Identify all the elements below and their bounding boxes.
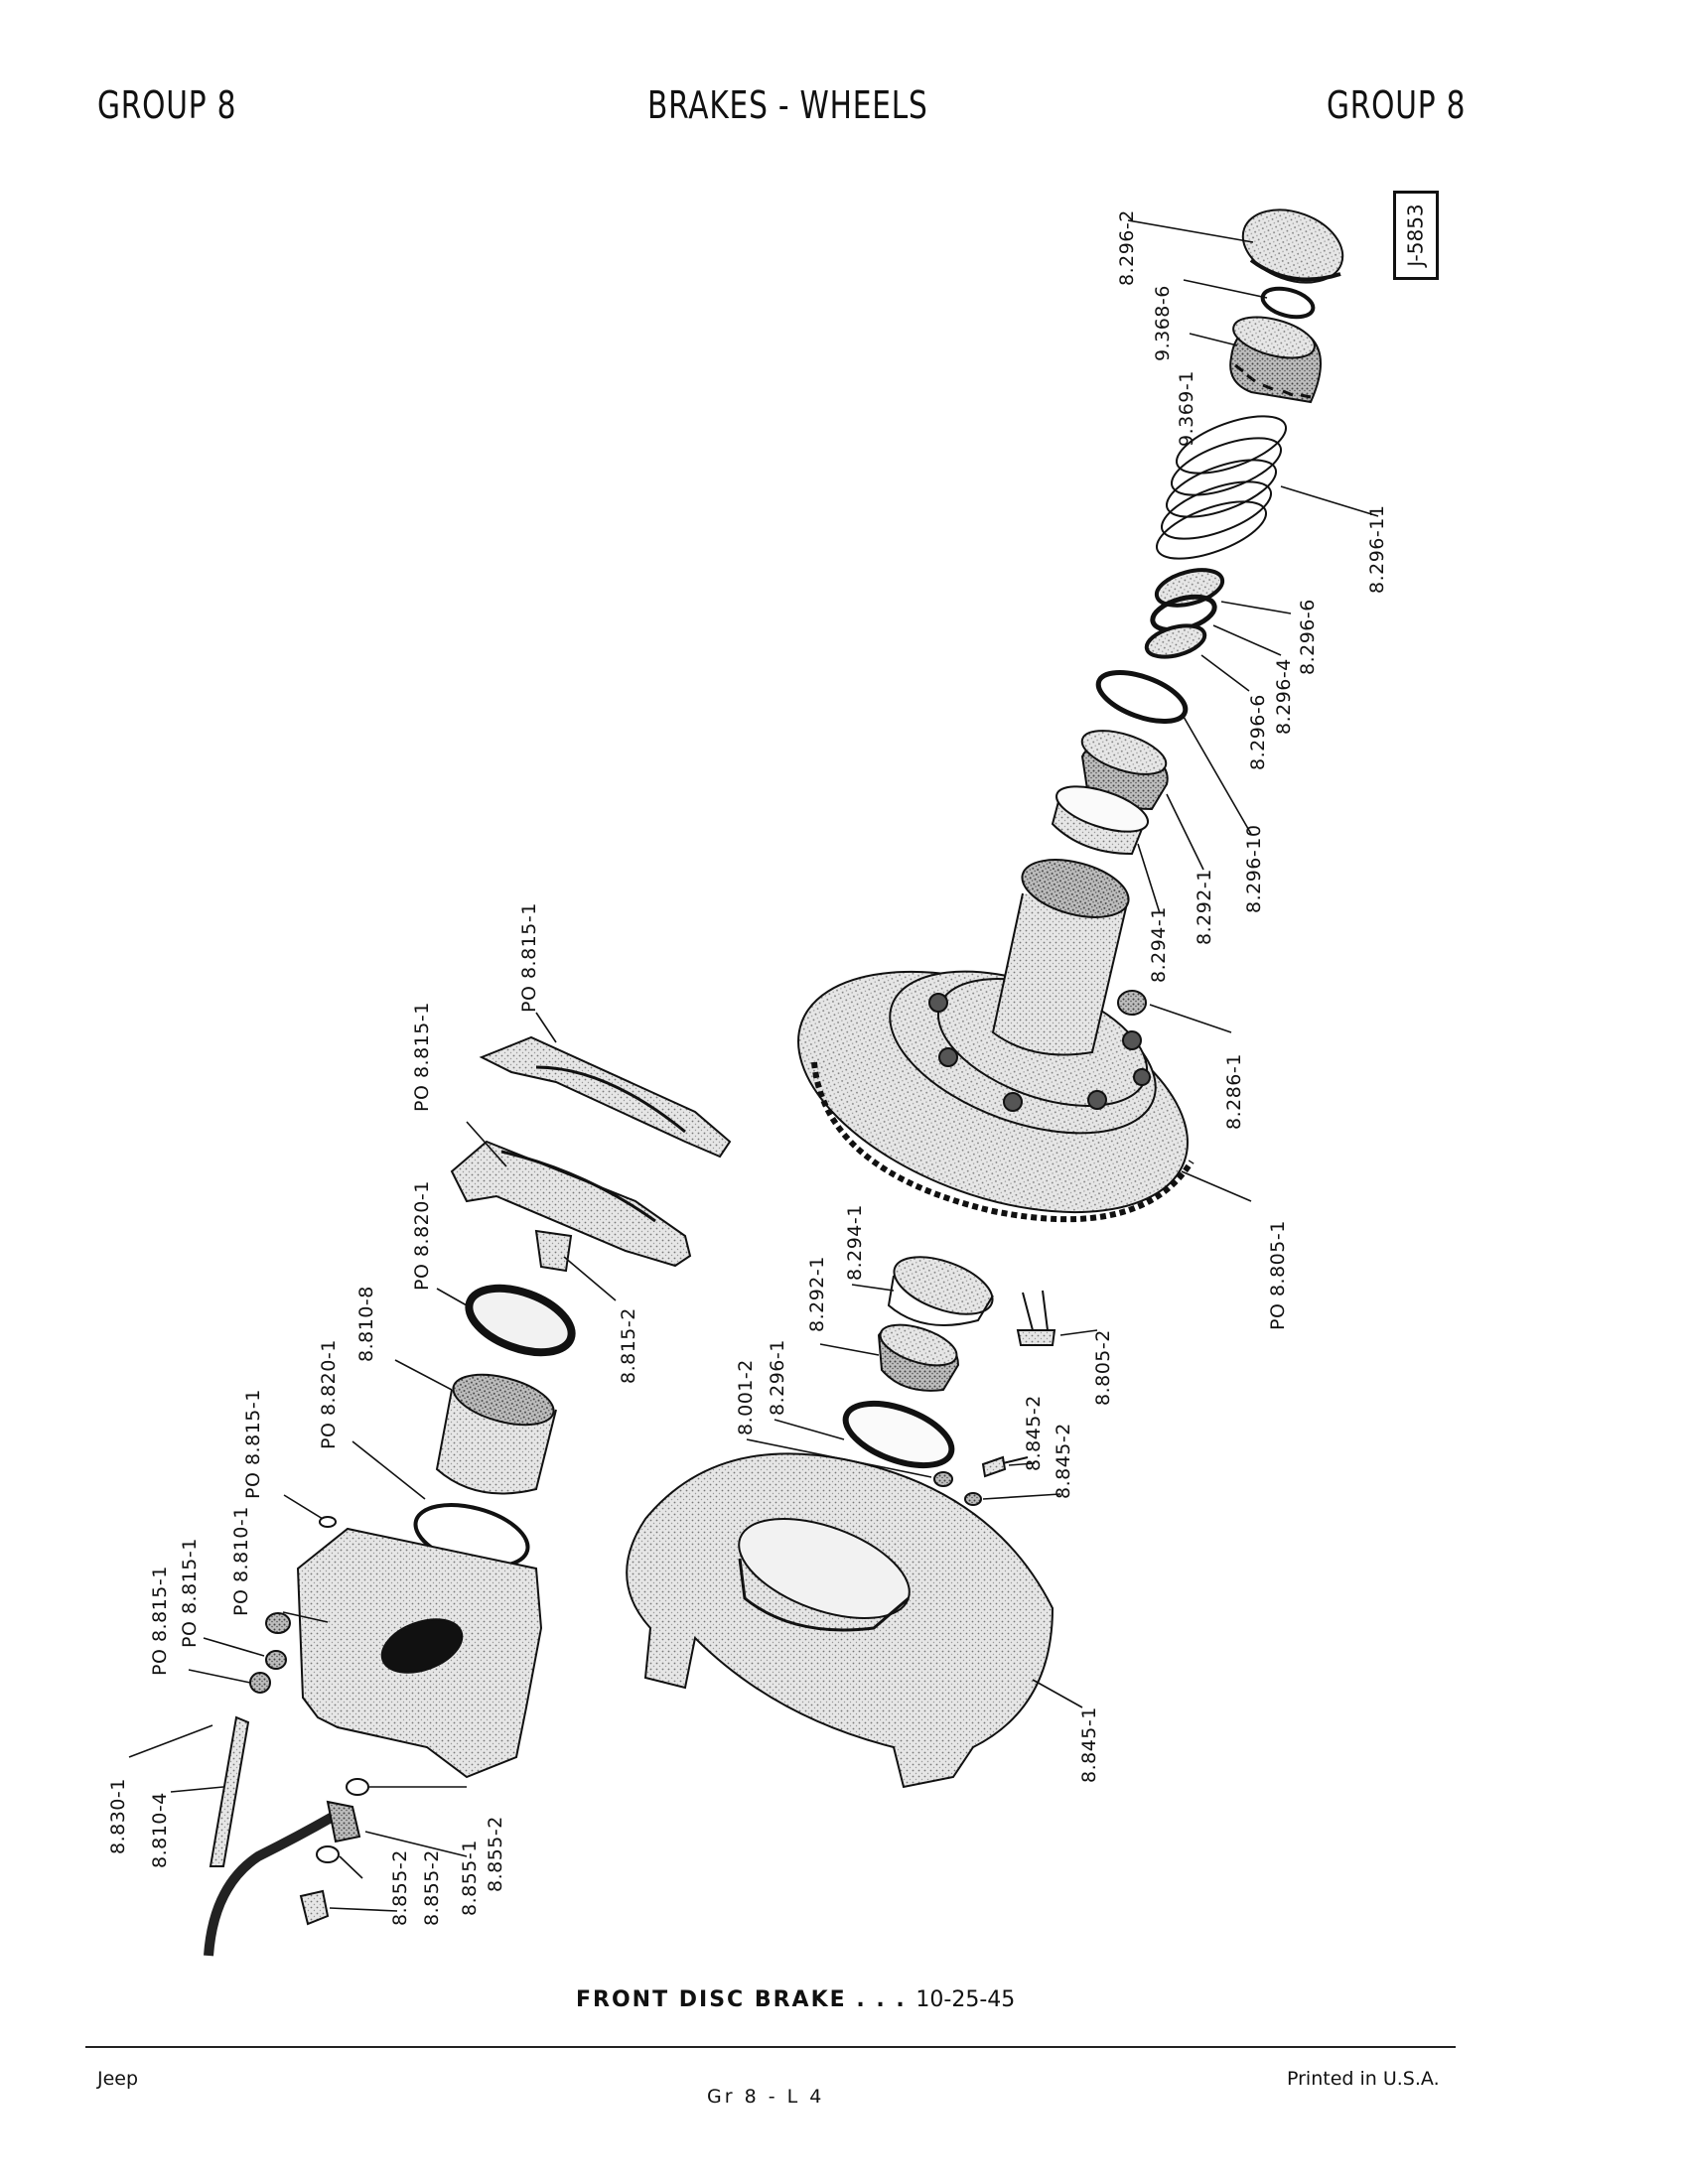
shield-washer bbox=[964, 1492, 982, 1506]
inner-bearing-cone bbox=[877, 1323, 960, 1392]
part-label-PO-8.805-1: PO 8.805-1 bbox=[1267, 1220, 1289, 1330]
leader-lines bbox=[128, 219, 1379, 1912]
part-label-8.855-2-mid: 8.855-2 bbox=[421, 1849, 443, 1926]
brake-pad-outer bbox=[479, 1035, 732, 1159]
footer-rule bbox=[85, 2046, 1456, 2048]
header-group-right: GROUP 8 bbox=[1327, 83, 1467, 127]
mounting-pin bbox=[209, 1715, 250, 1867]
part-label-PO-8.815-1-a: PO 8.815-1 bbox=[518, 902, 540, 1013]
brake-hose bbox=[204, 1800, 361, 1957]
footer-page-number: Gr 8 - L 4 bbox=[707, 2086, 825, 2108]
catalog-id-box: J-5853 bbox=[1393, 191, 1439, 280]
part-label-8.845-2-lower: 8.845-2 bbox=[1053, 1423, 1074, 1499]
part-label-8.296-6-upper: 8.296-6 bbox=[1297, 599, 1319, 675]
header-title: BRAKES - WHEELS bbox=[647, 83, 928, 127]
caption-number: 10-25-45 bbox=[915, 1987, 1016, 2012]
part-label-8.286-1: 8.286-1 bbox=[1223, 1053, 1245, 1130]
part-label-8.855-1: 8.855-1 bbox=[459, 1840, 481, 1916]
bleeder-cap bbox=[249, 1672, 271, 1694]
part-label-8.296-11: 8.296-11 bbox=[1366, 504, 1388, 594]
part-label-PO-8.815-1-e: PO 8.815-1 bbox=[149, 1566, 171, 1676]
small-nut bbox=[933, 1471, 953, 1487]
part-label-8.292-1-upper: 8.292-1 bbox=[1194, 869, 1215, 945]
part-label-8.855-2-left: 8.855-2 bbox=[389, 1849, 411, 1926]
brake-pad-inner bbox=[450, 1140, 692, 1268]
part-label-PO-8.820-1-b: PO 8.820-1 bbox=[318, 1339, 340, 1449]
footer-printed: Printed in U.S.A. bbox=[1287, 2068, 1440, 2090]
part-label-PO-8.815-1-d: PO 8.815-1 bbox=[179, 1538, 201, 1648]
part-label-PO-8.815-1-c: PO 8.815-1 bbox=[242, 1389, 264, 1499]
caption-title: FRONT DISC BRAKE . . . bbox=[576, 1987, 907, 2012]
hose-bolt bbox=[299, 1889, 330, 1926]
part-label-8.296-1: 8.296-1 bbox=[767, 1339, 788, 1416]
outer-bearing-cup bbox=[1051, 785, 1149, 856]
part-label-PO-8.820-1-a: PO 8.820-1 bbox=[411, 1180, 433, 1291]
part-label-PO-8.815-1-b: PO 8.815-1 bbox=[411, 1002, 433, 1112]
header-group-left: GROUP 8 bbox=[97, 83, 237, 127]
piston-boot bbox=[465, 1284, 576, 1357]
part-label-8.810-4: 8.810-4 bbox=[149, 1792, 171, 1868]
part-label-8.855-2-right: 8.855-2 bbox=[485, 1816, 506, 1892]
rotor-hub-assembly bbox=[797, 859, 1195, 1223]
spring bbox=[1155, 415, 1288, 560]
part-label-8.294-1-upper: 8.294-1 bbox=[1148, 906, 1170, 983]
drive-gear bbox=[1229, 316, 1322, 404]
seal-ring bbox=[1095, 669, 1189, 725]
part-label-8.805-2: 8.805-2 bbox=[1092, 1329, 1114, 1406]
wheel-stud bbox=[1016, 1290, 1056, 1346]
part-label-8.810-8: 8.810-8 bbox=[355, 1286, 377, 1362]
part-label-8.296-2: 8.296-2 bbox=[1116, 209, 1138, 286]
bleeder-o-ring bbox=[319, 1516, 337, 1528]
hub-cap bbox=[1241, 208, 1344, 284]
part-label-8.296-6-lower: 8.296-6 bbox=[1247, 694, 1269, 770]
part-label-8.292-1-lower: 8.292-1 bbox=[806, 1256, 828, 1332]
part-label-8.296-4: 8.296-4 bbox=[1273, 658, 1295, 735]
grease-seal bbox=[842, 1400, 955, 1469]
caliper-housing bbox=[265, 1527, 543, 1779]
splash-shield bbox=[626, 1452, 1055, 1789]
hose-washer-lower bbox=[316, 1845, 340, 1863]
lock-rings bbox=[1144, 568, 1225, 659]
part-label-8.845-1: 8.845-1 bbox=[1078, 1706, 1100, 1783]
footer-brand: Jeep bbox=[97, 2068, 139, 2090]
bleeder-screw bbox=[265, 1650, 287, 1670]
shield-bolt bbox=[981, 1455, 1029, 1478]
part-label-8.830-1: 8.830-1 bbox=[107, 1778, 129, 1854]
piston bbox=[435, 1373, 557, 1495]
hose-washer-upper bbox=[346, 1778, 369, 1796]
inner-bearing-cup bbox=[887, 1256, 994, 1326]
part-label-8.296-10: 8.296-10 bbox=[1243, 824, 1265, 913]
snap-ring bbox=[1260, 286, 1316, 320]
lug-nut bbox=[1117, 990, 1147, 1016]
part-label-PO-8.810-1: PO 8.810-1 bbox=[230, 1506, 252, 1616]
retainer-clip bbox=[534, 1229, 573, 1273]
part-label-8.001-2: 8.001-2 bbox=[735, 1359, 757, 1435]
part-label-8.845-2-upper: 8.845-2 bbox=[1023, 1395, 1045, 1471]
part-label-9.369-1: 9.369-1 bbox=[1176, 370, 1197, 447]
part-label-8.294-1-lower: 8.294-1 bbox=[844, 1204, 866, 1281]
figure-caption: FRONT DISC BRAKE . . . 10-25-45 bbox=[576, 1987, 1015, 2012]
part-label-9.368-6: 9.368-6 bbox=[1152, 285, 1174, 361]
part-label-8.815-2: 8.815-2 bbox=[618, 1307, 639, 1384]
